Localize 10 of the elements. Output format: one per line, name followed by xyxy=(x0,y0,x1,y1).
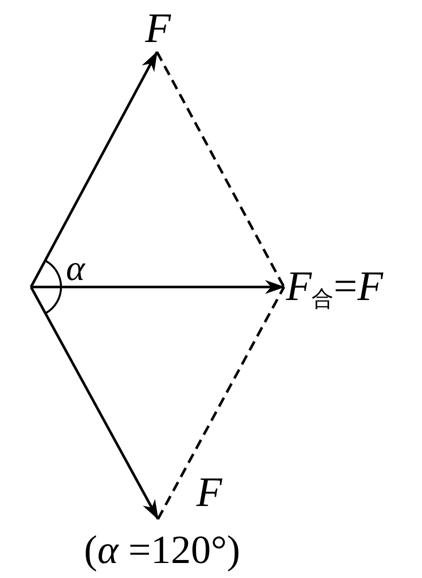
force-arrow xyxy=(30,51,158,288)
dashed-line xyxy=(156,286,286,520)
angle-value: (α =120°) xyxy=(84,530,240,570)
force-label: F xyxy=(196,472,222,514)
force-arrow xyxy=(31,280,285,294)
force-label: F xyxy=(145,8,171,50)
force-label: F$_{合}$=F xyxy=(286,266,383,310)
force-arrow xyxy=(30,286,160,520)
angle-label: α xyxy=(66,250,85,286)
dashed-line xyxy=(156,51,286,288)
